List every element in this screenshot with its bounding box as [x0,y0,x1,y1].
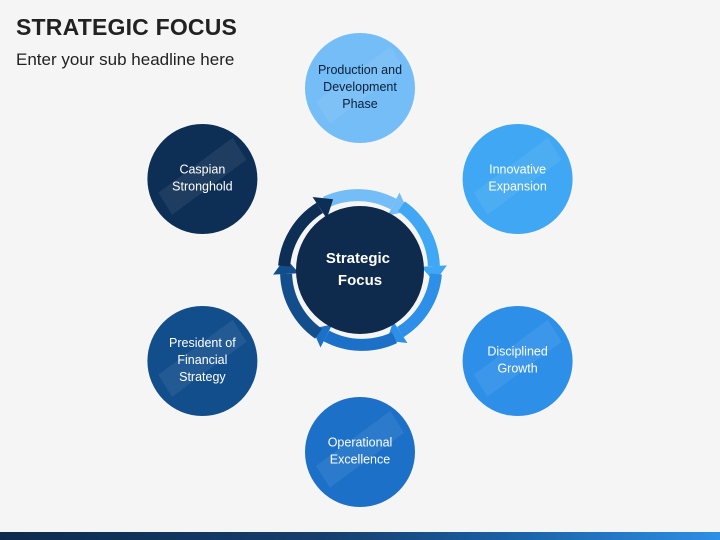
cycle-arrow-shaft [397,201,440,267]
node-sheen [158,137,247,215]
node-sheen [158,319,247,397]
cycle-arrow-shaft [396,273,442,338]
node-circle [462,306,573,416]
node-label-line: Caspian [179,163,225,177]
node-label-line: Excellence [330,453,390,467]
cycle-arrow-innovative [397,201,447,283]
node-label-line: Development [323,80,397,94]
page-subtitle: Enter your sub headline here [16,50,235,69]
cycle-arrow-shaft [323,330,398,351]
cycle-arrow-caspian [278,197,334,267]
cycle-arrow-head [420,265,447,283]
node-label-line: President of [169,336,236,350]
node-circle [147,124,258,234]
node-circle [305,33,415,143]
node-label-line: Phase [342,97,377,111]
node-label-line: Operational [328,436,393,450]
node-circle [462,124,573,234]
node-label-line: Growth [497,362,537,376]
center-node: Strategic Focus [296,206,424,334]
center-label-line-2: Focus [338,272,382,289]
cycle-arrow-shaft [322,189,397,210]
node-sheen [316,46,404,124]
page-title: STRATEGIC FOCUS [16,14,238,40]
cycle-arrow-shaft [278,202,324,267]
node-label-line: Innovative [489,163,546,177]
node-sheen [316,410,404,488]
node-sheen [473,319,562,397]
center-label-line-1: Strategic [326,250,390,267]
node-label-line: Financial [177,353,227,367]
cycle-arrow-head [273,257,300,275]
node-label-line: Strategy [179,370,226,384]
cycle-arrow-president [273,257,323,339]
node-label-line: Stronghold [172,180,233,194]
bottom-accent-bar [0,532,720,540]
center-circle [296,206,424,334]
node-circle [305,397,415,507]
cycle-arrow-head [312,197,334,219]
node-label-line: Expansion [488,180,546,194]
node-label-line: Disciplined [487,345,547,359]
arrow-ring [273,189,447,351]
node-sheen [473,137,562,215]
node-circle [147,306,258,416]
cycle-arrow-shaft [280,273,323,339]
center-label: Strategic Focus [326,250,394,289]
node-label-line: Production and [318,63,402,77]
